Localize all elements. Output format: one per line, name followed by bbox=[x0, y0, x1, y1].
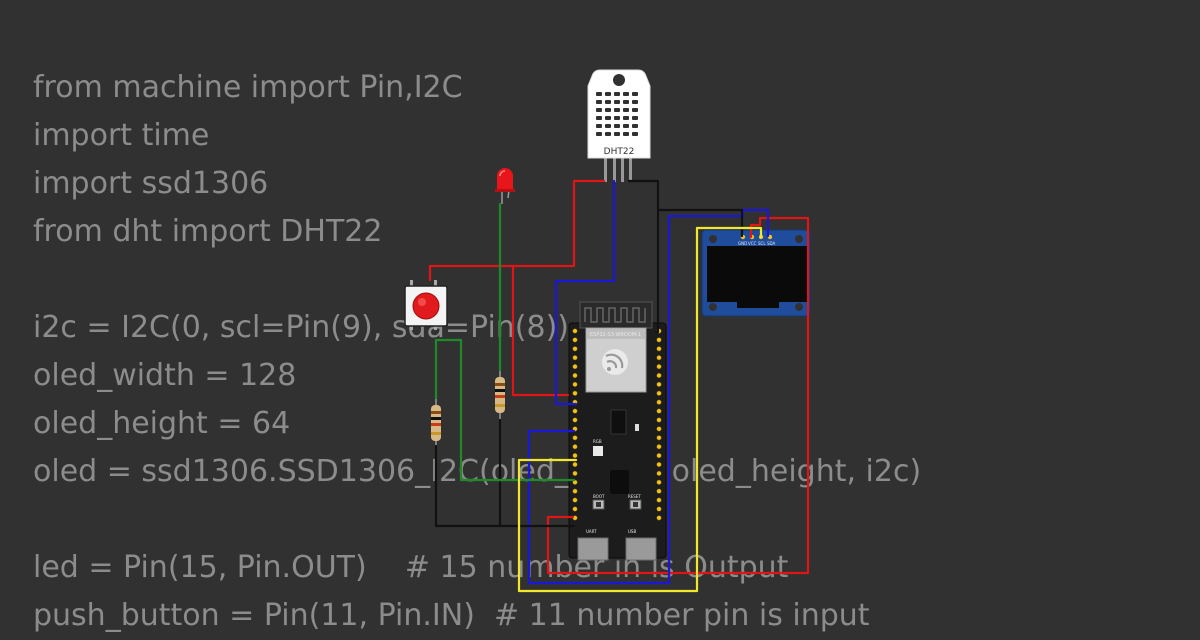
code-line: i2c = I2C(0, scl=Pin(9), sda=Pin(8)) bbox=[33, 310, 569, 345]
header-pin bbox=[572, 355, 578, 361]
header-pin bbox=[656, 444, 662, 450]
code-line: oled_width = 128 bbox=[33, 358, 297, 393]
header-pin bbox=[656, 435, 662, 441]
header-pin bbox=[572, 497, 578, 503]
oled-screen bbox=[707, 246, 808, 302]
header-pin bbox=[572, 417, 578, 423]
rgb-label: RGB bbox=[593, 439, 602, 444]
header-pin bbox=[656, 390, 662, 396]
code-line: from machine import Pin,I2C bbox=[33, 70, 463, 105]
wires bbox=[428, 179, 810, 593]
boot-label: BOOT bbox=[593, 494, 605, 499]
header-pin bbox=[656, 426, 662, 432]
header-pin bbox=[656, 381, 662, 387]
dht22-sensor[interactable]: DHT22 bbox=[587, 69, 651, 182]
resistor-led[interactable] bbox=[495, 370, 505, 420]
header-pin bbox=[656, 337, 662, 343]
header-pin bbox=[572, 328, 578, 334]
dht-label: DHT22 bbox=[604, 147, 635, 157]
header-pin bbox=[572, 506, 578, 512]
header-pin bbox=[656, 461, 662, 468]
header-pin bbox=[656, 453, 662, 459]
left-pin-header bbox=[572, 328, 578, 521]
header-pin bbox=[656, 399, 662, 405]
header-pin bbox=[572, 364, 578, 370]
uart-usb-port bbox=[577, 537, 609, 561]
header-pin bbox=[572, 346, 578, 352]
code-line: oled_height = 64 bbox=[33, 406, 291, 441]
header-pin bbox=[572, 453, 578, 459]
header-pin bbox=[656, 488, 662, 494]
reset-label: RESET bbox=[628, 494, 641, 499]
header-pin bbox=[656, 364, 662, 370]
header-pin bbox=[656, 479, 662, 485]
code-line: import time bbox=[33, 118, 210, 153]
header-pin bbox=[656, 470, 662, 476]
esp32-board[interactable]: ESP32-S3-WROOM-1 RGB BOOT RESET UART USB bbox=[568, 301, 667, 561]
oled-pin-sda: SDA bbox=[767, 241, 776, 246]
header-pin bbox=[572, 444, 578, 450]
smd-component bbox=[635, 424, 639, 431]
usb-label: USB bbox=[628, 529, 636, 534]
header-pin bbox=[572, 390, 578, 396]
header-pin bbox=[572, 408, 578, 414]
code-line: push_button = Pin(11, Pin.IN) # 11 numbe… bbox=[33, 598, 870, 633]
header-pin bbox=[656, 372, 662, 379]
code-line: import ssd1306 bbox=[33, 166, 269, 201]
header-pin bbox=[572, 435, 578, 441]
chip bbox=[610, 409, 627, 435]
header-pin bbox=[656, 515, 662, 521]
code-background: from machine import Pin,I2C import time im… bbox=[33, 64, 921, 640]
header-pin bbox=[572, 470, 578, 476]
espressif-logo-icon bbox=[602, 349, 628, 375]
oled-pin-scl: SCL bbox=[758, 241, 766, 246]
code-line: from dht import DHT22 bbox=[33, 214, 383, 249]
header-pin bbox=[656, 355, 662, 361]
header-pin bbox=[656, 417, 662, 423]
code-line: led = Pin(15, Pin.OUT) # 15 number in is… bbox=[33, 550, 789, 585]
push-button[interactable] bbox=[404, 280, 448, 330]
header-pin bbox=[656, 408, 662, 414]
header-pin bbox=[656, 346, 662, 352]
header-pin bbox=[572, 461, 578, 468]
header-pin bbox=[656, 497, 662, 503]
rgb-led bbox=[593, 446, 603, 456]
module-label: ESP32-S3-WROOM-1 bbox=[590, 332, 641, 338]
header-pin bbox=[572, 488, 578, 494]
red-led[interactable] bbox=[495, 168, 515, 204]
header-pin bbox=[656, 506, 662, 512]
header-pin bbox=[572, 337, 578, 343]
usb-port bbox=[625, 537, 657, 561]
resistor-button[interactable] bbox=[431, 398, 441, 448]
header-pin bbox=[572, 381, 578, 387]
header-pin bbox=[572, 372, 578, 379]
oled-pin-vcc: VCC bbox=[748, 241, 757, 246]
usb-chip bbox=[610, 470, 629, 494]
uart-label: UART bbox=[586, 529, 597, 534]
oled-pin-gnd: GND bbox=[738, 241, 747, 246]
oled-display[interactable]: GND VCC SCL SDA bbox=[701, 229, 811, 317]
